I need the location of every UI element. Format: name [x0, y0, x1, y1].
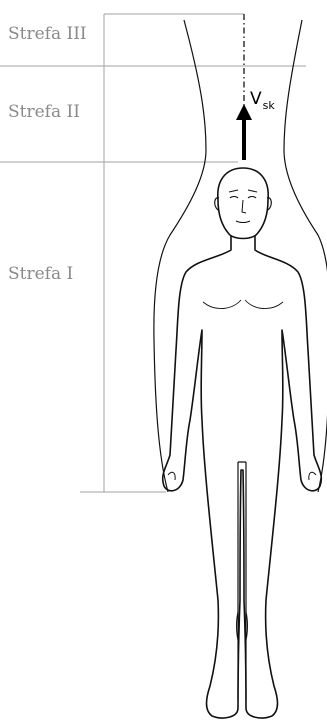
plume-boundary [154, 20, 327, 492]
leg-gap [238, 462, 246, 700]
velocity-label: Vsk [250, 91, 274, 108]
human-figure [163, 168, 322, 718]
zone-label-ii: Strefa II [8, 104, 80, 121]
zone-label-i: Strefa I [8, 266, 73, 283]
body [163, 236, 322, 718]
velocity-subscript: sk [263, 99, 275, 112]
zone-label-iii: Strefa III [8, 26, 87, 43]
velocity-symbol: V [250, 89, 262, 109]
velocity-arrow [236, 104, 252, 160]
